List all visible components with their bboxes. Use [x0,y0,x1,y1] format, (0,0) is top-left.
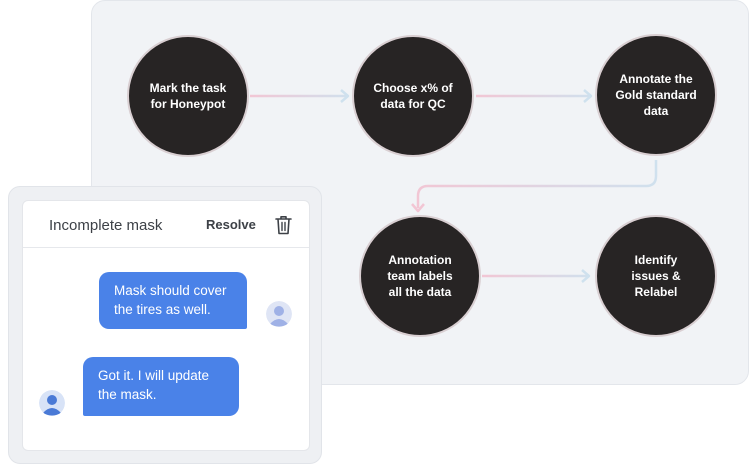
comment-thread-card: Incomplete mask Resolve Mask should cove… [22,200,310,451]
node-label-line: data [643,104,669,118]
user-icon [266,301,292,327]
node-label-line: data for QC [380,97,446,111]
thread-title: Incomplete mask [49,217,163,234]
message-bubble-outgoing: Mask should cover the tires as well. [99,272,247,329]
node-label-line: Annotation [388,253,452,267]
arrow-team-to-relabel [482,269,591,283]
node-label-line: Gold standard [615,88,697,102]
avatar-incoming [39,390,65,416]
flow-node-relabel: Identify issues & Relabel [595,215,717,337]
message-line: Got it. I will update [98,368,210,383]
node-label-line: Choose x% of [373,81,453,95]
node-label-line: Annotate the [619,72,693,86]
node-label-line: issues & [631,269,681,283]
avatar-outgoing [266,301,292,327]
flow-node-choose-qc: Choose x% of data for QC [352,35,474,157]
flow-node-mark-honeypot: Mark the task for Honeypot [127,35,249,157]
arrow-gold-to-team [411,160,658,213]
trash-icon[interactable] [275,215,292,235]
flow-node-gold-standard: Annotate the Gold standard data [595,34,717,156]
node-label-line: Identify [634,253,678,267]
user-icon [39,390,65,416]
arrow-honeypot-to-qc [250,89,350,103]
flow-node-team-labels: Annotation team labels all the data [359,215,481,337]
arrow-qc-to-gold [476,89,593,103]
resolve-button[interactable]: Resolve [206,217,256,232]
node-label-line: all the data [388,285,452,299]
message-bubble-incoming: Got it. I will update the mask. [83,357,239,416]
node-label-line: team labels [387,269,453,283]
message-line: the mask. [98,387,157,402]
node-label-line: Mark the task [149,81,227,95]
node-label-line: Relabel [634,285,678,299]
message-line: the tires as well. [114,302,211,317]
comment-thread-header: Incomplete mask Resolve [23,201,309,248]
node-label-line: for Honeypot [150,97,226,111]
message-line: Mask should cover [114,283,227,298]
